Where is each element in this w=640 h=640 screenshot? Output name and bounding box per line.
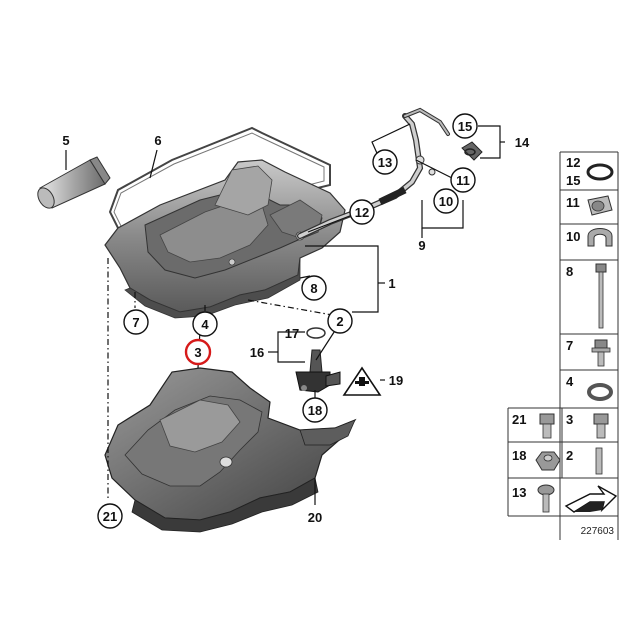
callout-4-circle	[192, 311, 218, 337]
callout-21-circle	[97, 503, 123, 529]
panel-label-13: 13	[512, 485, 526, 500]
warning-sign-icon	[342, 366, 382, 396]
callout-9: 9	[418, 238, 425, 253]
callout-12-circle	[349, 199, 375, 225]
callout-3-circle-highlighted	[184, 338, 212, 366]
panel-label-7: 7	[566, 338, 573, 353]
callout-1: 1	[388, 276, 395, 291]
oil-level-sensor	[295, 327, 341, 393]
callout-19: 19	[389, 373, 403, 388]
hose-clip-icon	[587, 195, 613, 216]
callout-2-circle	[327, 308, 353, 334]
long-bolt-icon	[595, 263, 607, 329]
callout-16: 16	[250, 345, 264, 360]
callout-15: 15	[458, 119, 472, 134]
callout-6: 6	[154, 133, 161, 148]
callout-7: 7	[132, 315, 139, 330]
callout-18: 18	[308, 403, 322, 418]
callout-13-circle	[372, 149, 398, 175]
callout-13: 13	[378, 155, 392, 170]
callout-20: 20	[308, 510, 322, 525]
panel-label-11: 11	[566, 195, 580, 210]
callout-4: 4	[201, 317, 209, 332]
callout-8-circle	[301, 275, 327, 301]
callout-11: 11	[456, 173, 470, 188]
panel-label-21: 21	[512, 412, 526, 427]
callouts: 5 6 7 4 3 8 2 1 17 16 18 19 20 21 13 15 …	[62, 113, 530, 529]
panel-label-12: 12	[566, 155, 580, 170]
sealant-tube	[37, 156, 111, 209]
reference-number: 227603	[581, 526, 615, 537]
screw-icon	[537, 484, 555, 513]
hex-nut-icon	[535, 451, 561, 471]
panel-label-8: 8	[566, 264, 573, 279]
panel-label-10: 10	[566, 229, 580, 244]
dipstick-guide-tube	[297, 107, 483, 239]
panel-label-15: 15	[566, 173, 580, 188]
callout-3: 3	[194, 345, 201, 360]
lower-oil-pan	[104, 367, 357, 533]
hardware-side-panel: 12 15 11 10 8 7 4 21	[507, 151, 619, 540]
stud-icon	[595, 447, 603, 475]
callout-10-circle	[433, 188, 459, 214]
callout-5: 5	[62, 133, 69, 148]
callout-18-circle	[302, 397, 328, 423]
callout-11-circle	[450, 167, 476, 193]
callout-8: 8	[310, 281, 317, 296]
callout-15-circle	[452, 113, 478, 139]
panel-label-4: 4	[566, 374, 574, 389]
hex-bolt-icon	[593, 413, 609, 439]
hex-bolt-icon	[539, 413, 555, 439]
upper-oil-pan	[104, 159, 346, 319]
panel-label-18: 18	[512, 448, 526, 463]
callout-2: 2	[336, 314, 343, 329]
panel-label-2: 2	[566, 448, 573, 463]
panel-label-3: 3	[566, 412, 573, 427]
arrow-icon	[564, 485, 618, 513]
collar-bolt-icon	[591, 339, 611, 367]
callout-14: 14	[515, 135, 530, 150]
callout-10: 10	[439, 194, 453, 209]
callout-12: 12	[355, 205, 369, 220]
o-ring-seal-icon	[586, 163, 614, 181]
hose-clamp-icon	[587, 228, 613, 247]
callout-17: 17	[285, 326, 299, 341]
sealing-ring-icon	[587, 383, 613, 401]
callout-7-circle	[123, 309, 149, 335]
callout-21: 21	[103, 509, 117, 524]
